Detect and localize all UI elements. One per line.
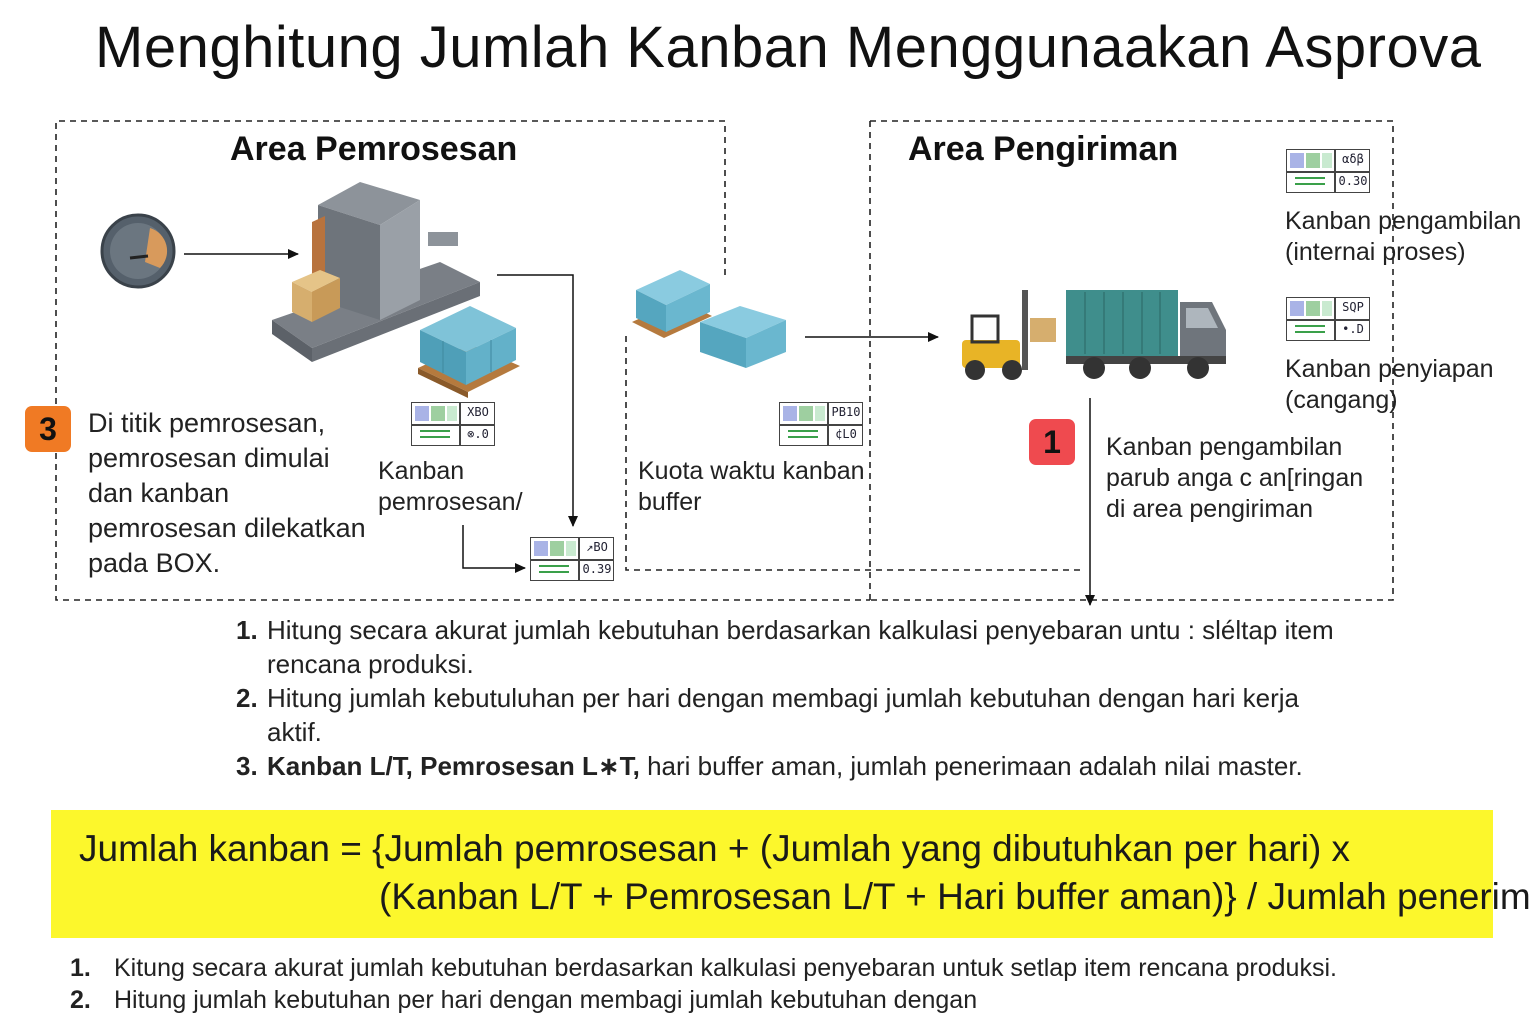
step-item-1: 1. Hitung secara akurat jumlah kebutuhan… xyxy=(236,615,1334,679)
buffer-boxes-icon xyxy=(632,270,786,368)
kanban-card-buffer: PB10¢L0 xyxy=(779,402,863,446)
shipping-area-title: Area Pengiriman xyxy=(908,130,1179,168)
bottom-step-item-1: 1. Kitung secara akurat jumlah kebutuhan… xyxy=(70,954,1337,982)
formula-line-2: (Kanban L/T + Pemrosesan L/T + Hari buff… xyxy=(379,876,1531,917)
arrow-machine-to-card xyxy=(497,274,578,527)
truck-icon xyxy=(1066,290,1226,379)
step-item-2: 2. Hitung jumlah kebutuluhan per hari de… xyxy=(236,683,1300,747)
bottom-steps-list: 1. Kitung secara akurat jumlah kebutuhan… xyxy=(70,952,1510,1016)
kanban-card-processing: XBO⊗.0 xyxy=(411,402,495,446)
processing-area-boundary xyxy=(55,120,870,601)
step-1-badge: 1 xyxy=(1029,419,1075,465)
step-3-badge: 3 xyxy=(25,406,71,452)
forklift-icon xyxy=(962,290,1056,380)
step-1-description: Kanban pengambilan parub anga c an[ringa… xyxy=(1106,433,1364,523)
processing-machine-icon xyxy=(272,182,480,362)
formula-box: Jumlah kanban = {Jumlah pemrosesan + (Ju… xyxy=(51,810,1531,938)
shipping-area-boundary xyxy=(870,120,1394,601)
step-3-description: Di titik pemrosesan, pemrosesan dimulai … xyxy=(88,408,366,578)
formula-line-1: Jumlah kanban = {Jumlah pemrosesan + (Ju… xyxy=(79,828,1351,869)
bottom-step-item-2: 2. Hitung jumlah kebutuhan per hari deng… xyxy=(70,986,978,1014)
kanban-pickup-label: Kanban pengambilan (internai proses) xyxy=(1285,207,1522,266)
timer-icon xyxy=(100,213,176,289)
kanban-processing-label: Kanban pemrosesan/ xyxy=(378,457,523,516)
kanban-card-prep: SQP•.D xyxy=(1286,297,1370,341)
kanban-prep-label: Kanban penyiapan (cangang) xyxy=(1285,355,1494,414)
arrow-label-to-card xyxy=(462,525,526,573)
processing-area-title: Area Pemrosesan xyxy=(230,130,518,168)
buffer-quota-label: Kuota waktu kanban buffer xyxy=(638,457,865,516)
box-pallet-icon xyxy=(418,306,520,398)
buffer-area-boundary xyxy=(625,121,1084,600)
step-item-3: 3. Kanban L/T, Pemrosesan L∗T, hari buff… xyxy=(236,751,1303,781)
page-title: Menghitung Jumlah Kanban Menggunaakan As… xyxy=(95,15,1482,80)
steps-list: 1. Hitung secara akurat jumlah kebutuhan… xyxy=(236,613,1376,783)
